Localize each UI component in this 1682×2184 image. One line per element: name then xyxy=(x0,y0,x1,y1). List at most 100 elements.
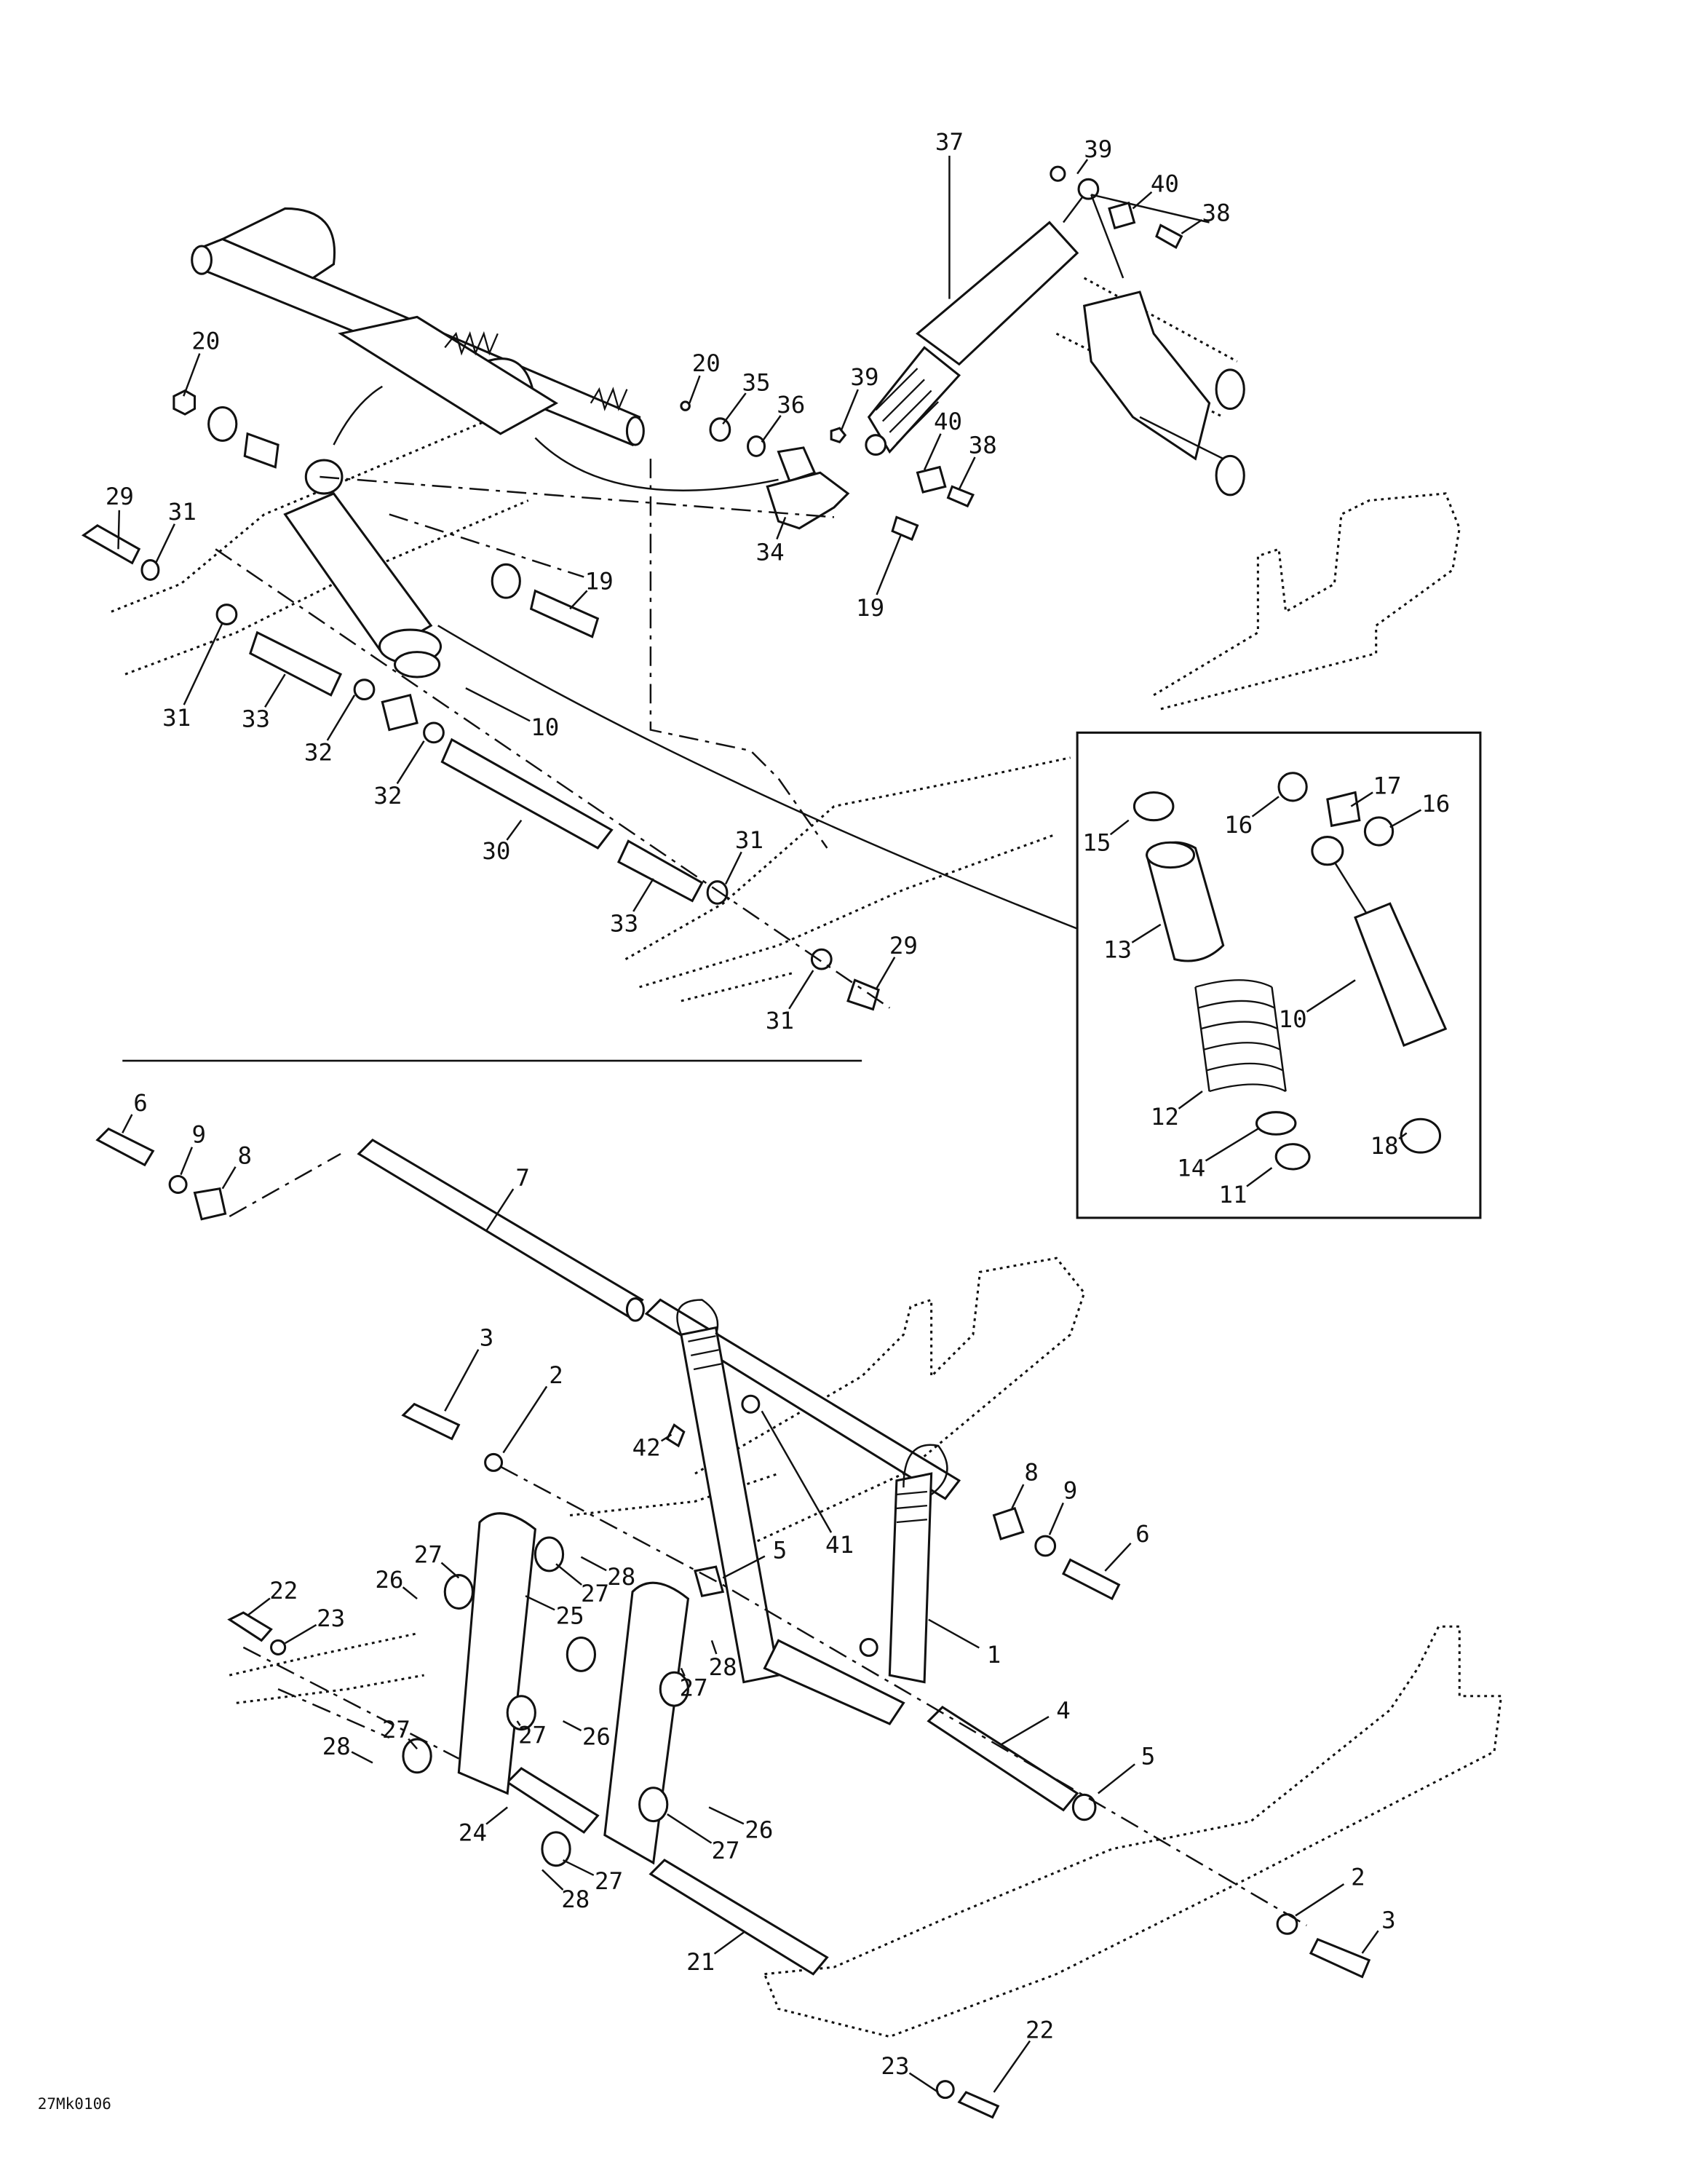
leader-line xyxy=(724,851,742,885)
leader-line xyxy=(180,1147,194,1176)
leader-line xyxy=(408,1738,418,1750)
leader-line xyxy=(555,1563,582,1586)
leader-line xyxy=(516,1720,521,1727)
part-callout: 9 xyxy=(191,1121,206,1149)
front-arm xyxy=(191,207,645,447)
part-callout: 27 xyxy=(711,1837,739,1864)
part-callout: 21 xyxy=(686,1948,715,1976)
part-callout: 27 xyxy=(518,1722,547,1749)
part-callout: 23 xyxy=(881,2052,909,2080)
connector-arrow xyxy=(333,385,383,446)
leader-line xyxy=(1076,159,1089,175)
leader-line xyxy=(525,1595,555,1611)
leader-line xyxy=(440,1562,460,1579)
leader-line xyxy=(502,1385,548,1454)
leader-line xyxy=(1350,791,1373,807)
leader-line xyxy=(632,878,654,912)
part-callout: 14 xyxy=(1177,1155,1205,1182)
part-callout: 2 xyxy=(549,1361,563,1389)
cross-shaft-4 xyxy=(927,1706,1079,1812)
shaft-21 xyxy=(648,1859,829,1976)
part-callout: 22 xyxy=(269,1577,298,1605)
part-callout: 11 xyxy=(1218,1181,1247,1208)
leader-line xyxy=(708,1806,745,1825)
leader-line xyxy=(1181,218,1203,234)
part-callout: 27 xyxy=(382,1716,410,1744)
leader-line xyxy=(1205,1128,1259,1162)
leader-line xyxy=(444,1349,480,1412)
part-callout: 20 xyxy=(191,327,220,355)
part-callout: 7 xyxy=(515,1164,530,1192)
part-callout: 42 xyxy=(632,1433,661,1461)
part-callout: 38 xyxy=(969,432,997,459)
leader-line xyxy=(326,695,356,741)
rear-rail-right xyxy=(1153,492,1461,711)
leader-line xyxy=(1251,796,1280,818)
cross-shaft-7 xyxy=(357,1138,644,1318)
part-callout: 41 xyxy=(825,1531,854,1559)
leader-line xyxy=(506,819,523,841)
leader-line xyxy=(928,1618,980,1649)
part-callout: 27 xyxy=(595,1867,623,1895)
shock-detail-inset xyxy=(1076,731,1482,1219)
lower-assembly xyxy=(95,1127,1503,2119)
leader-line xyxy=(761,1410,833,1533)
part-callout: 24 xyxy=(459,1819,487,1846)
part-callout: 33 xyxy=(242,705,270,733)
leader-line xyxy=(908,2072,939,2094)
part-callout: 27 xyxy=(414,1540,443,1568)
leader-line xyxy=(1098,1763,1135,1795)
shaft-24 xyxy=(505,1767,600,1834)
leader-line xyxy=(183,353,201,397)
part-callout: 13 xyxy=(1103,936,1132,964)
part-callout: 23 xyxy=(317,1605,345,1632)
leader-line xyxy=(285,1623,317,1645)
part-callout: 18 xyxy=(1370,1132,1399,1160)
upper-hardware xyxy=(81,389,919,1011)
part-callout: 28 xyxy=(607,1563,635,1591)
cross-shaft-upper xyxy=(644,1298,961,1500)
part-callout: 12 xyxy=(1151,1103,1179,1131)
part-callout: 35 xyxy=(742,369,770,397)
part-callout: 26 xyxy=(745,1816,773,1844)
leader-line xyxy=(1178,1091,1203,1109)
part-callout: 34 xyxy=(756,539,785,566)
part-callout: 16 xyxy=(1224,811,1253,839)
part-callout: 2 xyxy=(1351,1863,1365,1891)
leader-line xyxy=(875,957,896,991)
leader-line xyxy=(993,2040,1031,2093)
leader-line xyxy=(1398,1132,1408,1140)
leader-line xyxy=(402,1586,418,1600)
part-callout: 19 xyxy=(585,568,614,596)
leader-line xyxy=(761,415,782,443)
part-callout: 15 xyxy=(1082,829,1111,857)
leader-line xyxy=(722,1555,766,1579)
leader-line xyxy=(221,1166,237,1190)
part-callout: 3 xyxy=(1381,1907,1396,1934)
part-callout: 29 xyxy=(889,932,918,960)
part-callout: 8 xyxy=(238,1142,253,1169)
leader-line xyxy=(183,622,223,705)
front-shock-absorber xyxy=(865,165,1183,508)
part-callout: 36 xyxy=(777,391,805,419)
part-callout: 31 xyxy=(168,498,197,526)
part-callout: 28 xyxy=(561,1886,590,1913)
drawing-code: 27Mk0106 xyxy=(38,2095,111,2113)
part-callout: 28 xyxy=(322,1733,351,1760)
part-callout: 9 xyxy=(1063,1477,1078,1505)
leader-line xyxy=(154,523,175,563)
part-callout: 4 xyxy=(1056,1696,1071,1724)
leader-line xyxy=(1246,1167,1273,1187)
upper-assembly xyxy=(81,165,1461,1011)
part-callout: 10 xyxy=(1279,1005,1307,1033)
part-callout: 38 xyxy=(1202,199,1231,227)
part-callout: 26 xyxy=(582,1723,611,1751)
leader-line xyxy=(689,375,701,404)
leader-line xyxy=(580,1556,607,1572)
part-callout: 5 xyxy=(1141,1742,1156,1770)
part-callout: 3 xyxy=(480,1324,494,1352)
centerline xyxy=(649,459,828,849)
part-callout: 29 xyxy=(106,483,134,510)
